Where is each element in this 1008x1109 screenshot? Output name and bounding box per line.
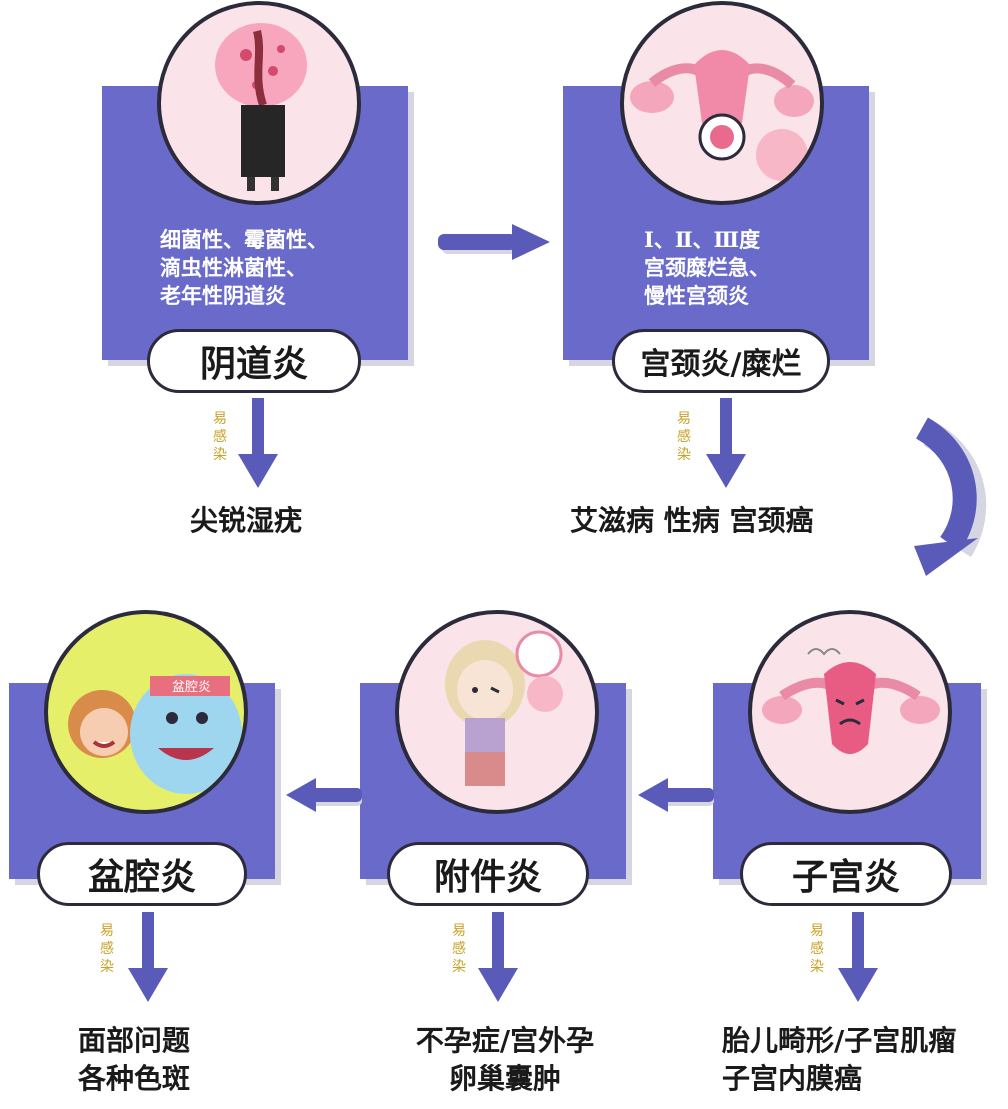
curved-arrow-icon <box>914 417 987 576</box>
monster-icon: 盆腔炎 <box>68 674 242 794</box>
pid-title: 盆腔炎 <box>37 842 247 906</box>
risk-label-adnexitis: 易 感 染 <box>452 923 466 975</box>
vaginitis-results: 尖锐湿疣 <box>190 504 303 537</box>
adnexitis-results: 不孕症/宫外孕 卵巢囊肿 <box>415 1024 595 1095</box>
down-arrow-icon <box>128 912 168 1002</box>
adnexitis-title: 附件炎 <box>387 842 589 906</box>
girl-icon <box>445 630 563 786</box>
vaginitis-description: 细菌性、霉菌性、 滴虫性淋菌性、 老年性阴道炎 <box>160 227 328 308</box>
down-arrow-icon <box>238 398 278 488</box>
pid-results: 面部问题 各种色斑 <box>78 1024 191 1095</box>
illustration-cervicitis <box>620 1 824 205</box>
pid-headband-text: 盆腔炎 <box>172 680 211 695</box>
illustration-pid: 盆腔炎 <box>44 610 248 814</box>
risk-label-cervicitis: 易 感 染 <box>677 411 691 463</box>
down-arrow-icon <box>706 398 746 488</box>
uterus-icon <box>630 50 814 181</box>
risk-label-pid: 易 感 染 <box>100 923 114 975</box>
cervicitis-description: Ⅰ、Ⅱ、Ⅲ度 宫颈糜烂急、 慢性宫颈炎 <box>644 227 770 308</box>
illustration-adnexitis <box>395 610 599 814</box>
woman-icon <box>215 23 307 191</box>
endometritis-results: 胎儿畸形/子宫肌瘤 子宫内膜癌 <box>722 1024 957 1095</box>
uterus-sad-icon <box>762 648 940 754</box>
illustration-vaginitis <box>157 1 361 205</box>
cervicitis-title: 宫颈炎/糜烂 <box>612 329 830 393</box>
cervicitis-results: 艾滋病 性病 宫颈癌 <box>570 504 814 537</box>
risk-label-endometritis: 易 感 染 <box>810 923 824 975</box>
illustration-endometritis <box>748 610 952 814</box>
left-arrow-icon <box>638 778 714 812</box>
endometritis-title: 子宫炎 <box>740 842 952 906</box>
down-arrow-icon <box>478 912 518 1002</box>
down-arrow-icon <box>838 912 878 1002</box>
right-arrow-icon <box>438 224 550 260</box>
left-arrow-icon <box>286 778 362 812</box>
risk-label-vaginitis: 易 感 染 <box>213 411 227 463</box>
vaginitis-title: 阴道炎 <box>147 329 361 393</box>
